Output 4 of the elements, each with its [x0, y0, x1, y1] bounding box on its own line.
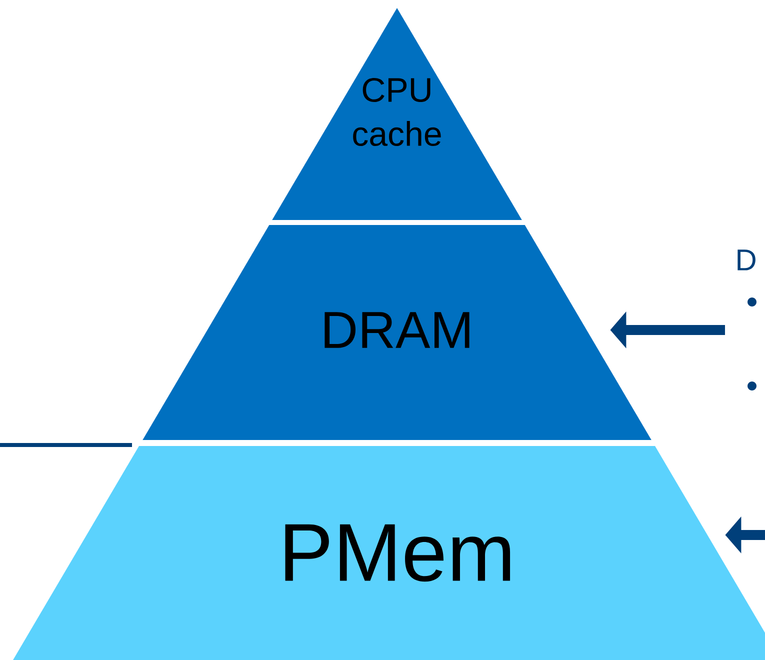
pyramid-layer: PMem: [13, 446, 765, 660]
pyramid-layer: CPU cache: [272, 8, 522, 220]
heading-text: D: [738, 250, 756, 270]
pyramid-layer: DRAM: [142, 224, 652, 440]
